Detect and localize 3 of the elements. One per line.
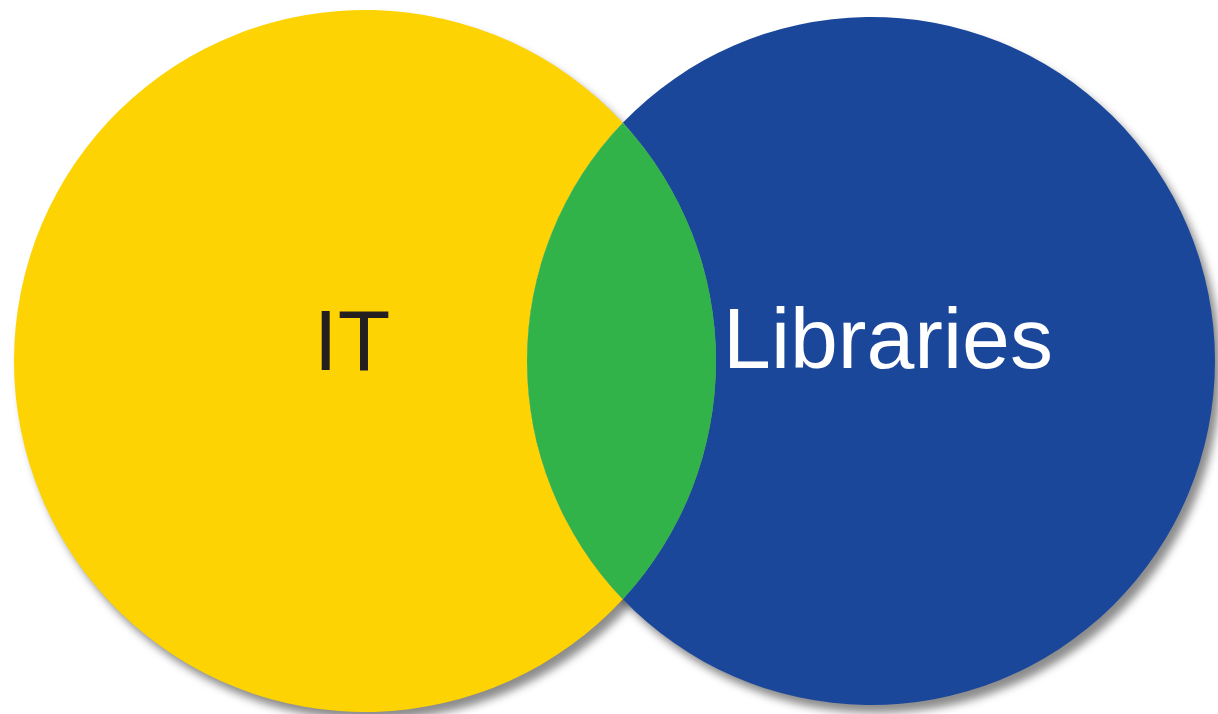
overlap-region bbox=[527, 122, 716, 600]
circle-label: IT bbox=[313, 297, 391, 383]
circle-label: Libraries bbox=[723, 295, 1053, 381]
